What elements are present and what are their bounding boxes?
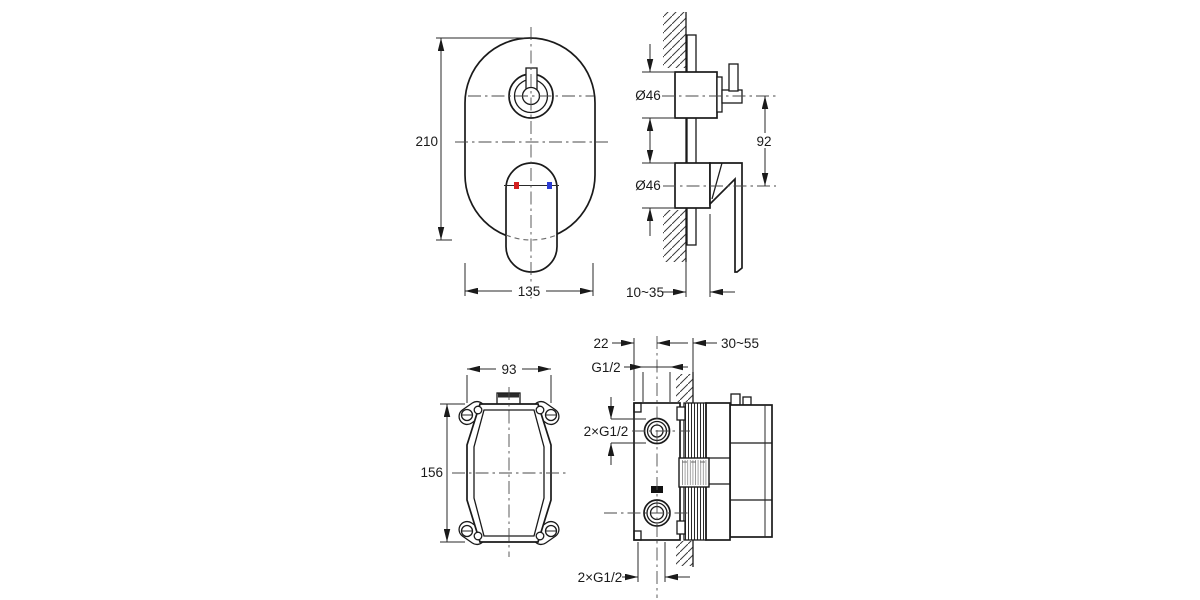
svg-text:22: 22: [593, 336, 608, 351]
protective-cap: [678, 457, 710, 488]
lever-handle-side: [674, 162, 743, 273]
svg-text:10~35: 10~35: [626, 285, 664, 300]
front-view: 210 135: [415, 27, 608, 300]
section-view: 22 30~55 G1/2 2×G1/2: [578, 336, 773, 598]
wall-hatch-lower: [676, 541, 693, 566]
side-view: Ø46 Ø46 92 10~35: [626, 12, 776, 300]
svg-text:Ø46: Ø46: [635, 178, 661, 193]
svg-text:92: 92: [756, 134, 771, 149]
wall-hatch-bottom: [663, 210, 686, 262]
rough-in-box-inner: [473, 409, 545, 537]
hidden-plate-edge: [505, 234, 558, 241]
retaining-clip-top: [676, 406, 686, 421]
faceplate-side: [686, 34, 697, 246]
dim-top-thread: G1/2: [591, 360, 688, 402]
svg-text:Ø46: Ø46: [635, 88, 661, 103]
svg-text:93: 93: [501, 362, 516, 377]
dim-handle-diameter: Ø46: [635, 136, 674, 236]
retaining-clip-bottom: [676, 520, 686, 535]
dim-front-width: 135: [464, 263, 594, 299]
svg-text:2×G1/2: 2×G1/2: [578, 570, 623, 585]
diverter-knob-side: [674, 63, 743, 119]
dim-back-width: 93: [466, 362, 552, 403]
valve-body-rear: [729, 393, 773, 538]
hot-indicator: [514, 182, 519, 189]
dim-wall-gap: 10~35: [626, 214, 735, 300]
wall-hatch-top: [663, 12, 686, 68]
dim-front-threads: 2×G1/2: [584, 397, 646, 465]
back-view: 93 156: [420, 362, 566, 557]
svg-text:G1/2: G1/2: [591, 360, 620, 375]
svg-text:156: 156: [420, 465, 443, 480]
cold-indicator: [547, 182, 552, 189]
svg-text:210: 210: [415, 134, 438, 149]
dim-center-distance: 92: [755, 96, 775, 186]
dim-bottom-threads: 2×G1/2: [578, 542, 690, 585]
dim-install-depth: 30~55: [692, 336, 759, 372]
dim-front-height: 210: [415, 37, 535, 241]
svg-text:135: 135: [518, 284, 541, 299]
mounting-screws: [460, 405, 558, 541]
dim-back-height: 156: [420, 403, 465, 543]
lever-handle: [504, 162, 559, 273]
svg-text:2×G1/2: 2×G1/2: [584, 424, 629, 439]
svg-text:30~55: 30~55: [721, 336, 759, 351]
wall-hatch-upper: [676, 374, 693, 402]
